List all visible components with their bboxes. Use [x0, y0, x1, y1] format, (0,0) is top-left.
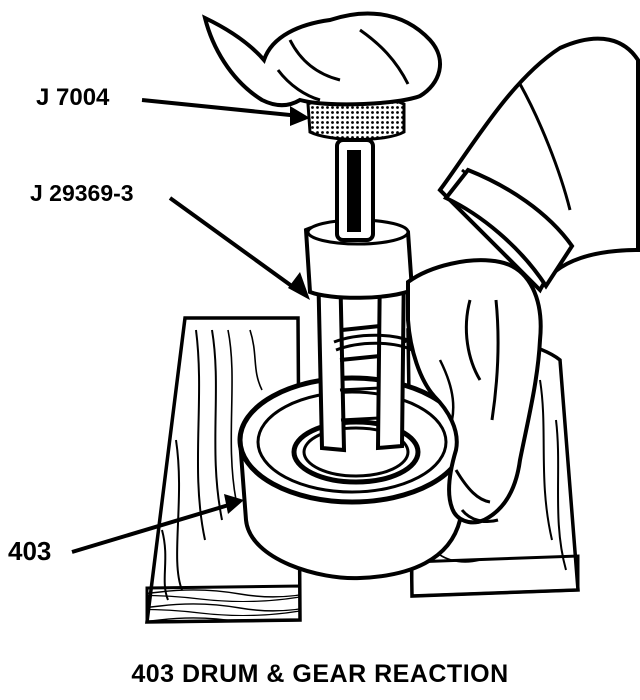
slide-hammer — [306, 95, 406, 242]
callout-403: 403 — [8, 536, 52, 566]
leader-403 — [71, 494, 244, 554]
right-hand — [406, 36, 640, 525]
callout-j29369-3: J 29369-3 — [30, 180, 134, 206]
reaction-drum — [237, 375, 467, 581]
callout-j7004: J 7004 — [36, 84, 110, 111]
figure-caption: 403 DRUM & GEAR REACTION — [131, 660, 509, 688]
upper-hand — [202, 11, 442, 108]
leader-j7004 — [141, 98, 310, 126]
leader-j29369 — [168, 196, 310, 300]
